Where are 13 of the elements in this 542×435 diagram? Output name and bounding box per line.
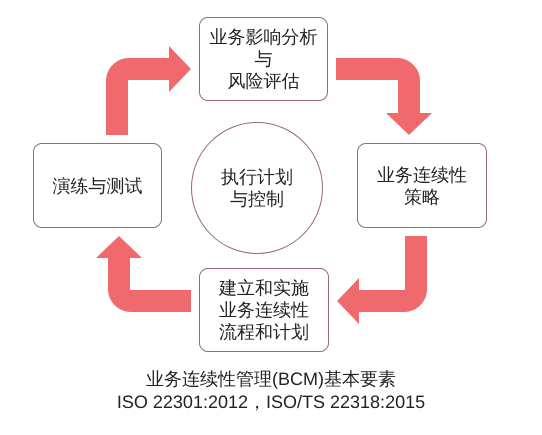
step-label: 与: [254, 48, 272, 70]
standard-citation: ISO 22301:2012，ISO/TS 22318:2015: [116, 391, 426, 413]
caption: 业务连续性管理(BCM)基本要素: [146, 368, 396, 390]
step-label: 执行计划与控制: [220, 166, 294, 210]
step-label: 业务影响分析: [210, 26, 318, 48]
step-label: 建立和实施业务连续性流程和计划: [218, 277, 310, 343]
step-label: 业务连续性策略: [376, 164, 468, 208]
step-label: 风险评估: [228, 70, 300, 92]
step-label: 演练与测试: [52, 174, 142, 196]
process-box: [199, 268, 329, 352]
process-box: [199, 17, 328, 101]
process-box: [33, 143, 162, 228]
process-box: [357, 143, 487, 228]
